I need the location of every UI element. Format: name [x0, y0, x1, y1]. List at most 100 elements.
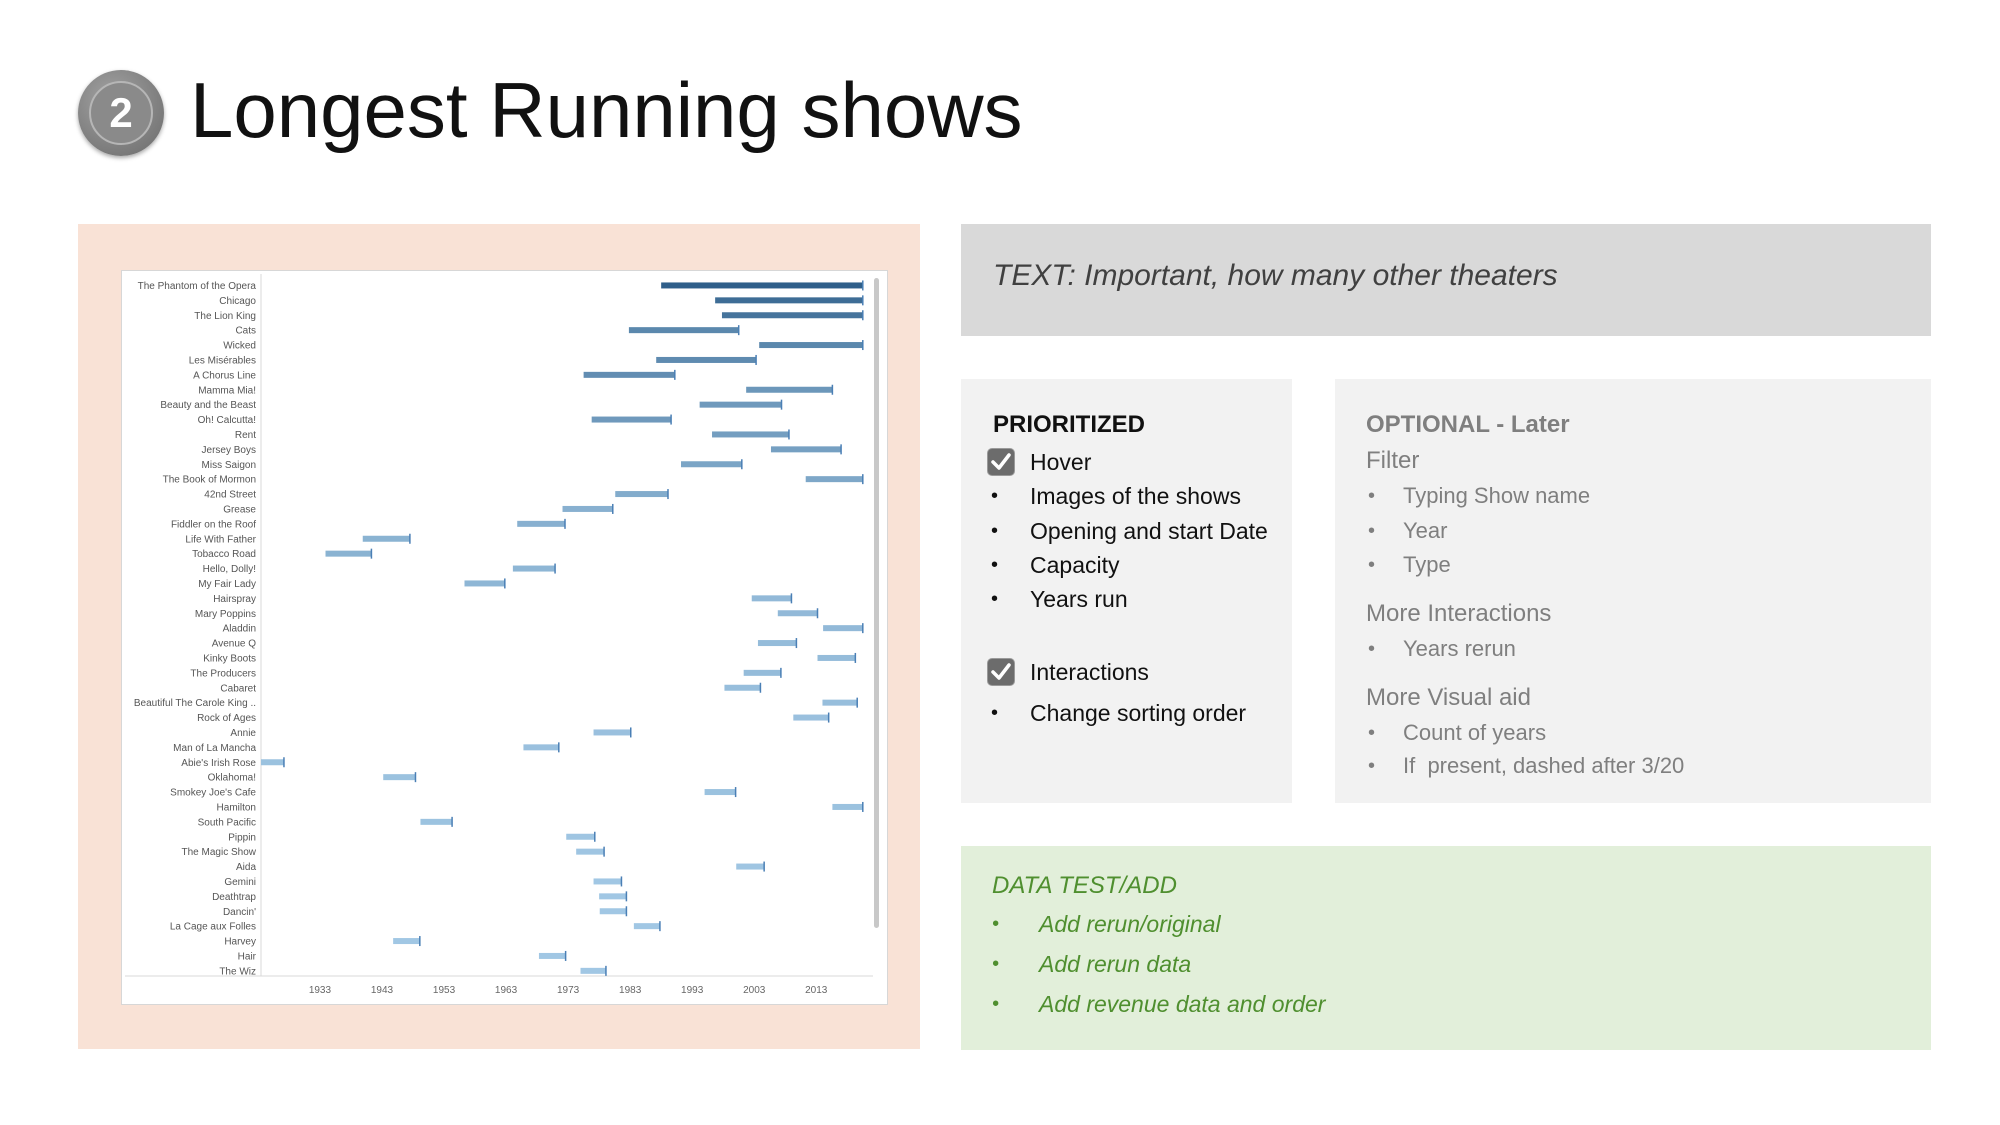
show-label[interactable]: Smokey Joe's Cafe: [170, 788, 256, 799]
show-label[interactable]: Hairspray: [213, 594, 256, 605]
show-run-bar[interactable]: [593, 878, 622, 885]
show-run-bar[interactable]: [325, 550, 372, 557]
show-run-bar[interactable]: [583, 371, 675, 378]
show-run-bar[interactable]: [721, 312, 863, 319]
show-label[interactable]: The Wiz: [219, 966, 256, 977]
show-run-bar[interactable]: [715, 297, 863, 304]
interactions-checkbox[interactable]: [987, 658, 1015, 686]
show-run-bar[interactable]: [523, 744, 559, 751]
show-label[interactable]: Oh! Calcutta!: [198, 415, 256, 426]
show-label[interactable]: Cats: [235, 326, 256, 337]
show-run-bar[interactable]: [661, 282, 863, 289]
show-run-bar[interactable]: [383, 774, 416, 781]
show-run-bar[interactable]: [681, 461, 742, 468]
show-label[interactable]: Abie's Irish Rose: [181, 758, 256, 769]
show-run-bar[interactable]: [420, 818, 453, 825]
show-run-bar[interactable]: [770, 446, 842, 453]
show-label[interactable]: La Cage aux Folles: [170, 922, 256, 933]
show-label[interactable]: Mamma Mia!: [198, 385, 256, 396]
show-label[interactable]: Life With Father: [185, 534, 256, 545]
show-label[interactable]: Les Misérables: [189, 355, 256, 366]
show-label[interactable]: Hamilton: [217, 802, 256, 813]
show-label[interactable]: Fiddler on the Roof: [171, 519, 256, 530]
show-run-bar[interactable]: [736, 863, 765, 870]
show-label[interactable]: The Lion King: [194, 311, 256, 322]
show-label[interactable]: Man of La Mancha: [173, 743, 256, 754]
show-label[interactable]: Annie: [230, 728, 256, 739]
show-run-bar[interactable]: [805, 476, 863, 483]
show-run-bar[interactable]: [777, 610, 818, 617]
show-label[interactable]: Cabaret: [220, 683, 256, 694]
show-run-bar[interactable]: [562, 505, 613, 512]
show-run-bar[interactable]: [793, 714, 829, 721]
show-label[interactable]: Grease: [223, 504, 256, 515]
show-label[interactable]: Rent: [235, 430, 256, 441]
show-run-bar[interactable]: [822, 699, 858, 706]
show-run-bar[interactable]: [393, 938, 420, 945]
show-run-bar[interactable]: [832, 803, 863, 810]
show-run-bar[interactable]: [615, 491, 668, 498]
show-run-bar[interactable]: [628, 327, 739, 334]
show-run-bar[interactable]: [759, 342, 863, 349]
show-label[interactable]: Hair: [238, 951, 257, 962]
chart-scrollbar[interactable]: [874, 278, 879, 928]
show-run-bar[interactable]: [656, 356, 757, 363]
show-label[interactable]: Avenue Q: [212, 639, 257, 650]
show-label[interactable]: A Chorus Line: [193, 370, 256, 381]
show-run-bar[interactable]: [704, 789, 736, 796]
show-label[interactable]: The Magic Show: [182, 847, 257, 858]
show-label[interactable]: Aladdin: [223, 624, 256, 635]
show-run-bar[interactable]: [599, 908, 627, 915]
bullet: •: [992, 993, 1000, 1015]
show-run-bar[interactable]: [517, 520, 565, 527]
show-run-bar[interactable]: [743, 669, 781, 676]
hover-checkbox[interactable]: [987, 448, 1015, 476]
show-run-bar[interactable]: [599, 893, 627, 900]
show-run-bar[interactable]: [823, 625, 863, 632]
show-run-bar[interactable]: [362, 535, 410, 542]
show-run-bar[interactable]: [591, 416, 672, 423]
show-run-bar[interactable]: [751, 595, 792, 602]
show-run-bar[interactable]: [699, 401, 782, 408]
show-label[interactable]: Jersey Boys: [202, 445, 256, 456]
show-run-bar[interactable]: [817, 654, 856, 661]
show-label[interactable]: Kinky Boots: [203, 653, 256, 664]
show-label[interactable]: The Producers: [190, 668, 256, 679]
show-label[interactable]: Miss Saigon: [202, 460, 256, 471]
show-label[interactable]: Harvey: [224, 937, 256, 948]
show-run-bar[interactable]: [757, 640, 797, 647]
show-label[interactable]: Pippin: [228, 832, 256, 843]
show-label[interactable]: Beautiful The Carole King ..: [134, 698, 256, 709]
show-label[interactable]: Aida: [236, 862, 256, 873]
show-run-bar[interactable]: [633, 923, 660, 930]
show-label[interactable]: Dancin': [223, 907, 256, 918]
show-label[interactable]: Beauty and the Beast: [160, 400, 256, 411]
show-run-bar[interactable]: [512, 565, 556, 572]
show-label[interactable]: Mary Poppins: [195, 609, 256, 620]
show-run-bar[interactable]: [712, 431, 789, 438]
show-label[interactable]: Deathtrap: [212, 892, 256, 903]
show-label[interactable]: Gemini: [224, 877, 256, 888]
show-label[interactable]: Hello, Dolly!: [203, 564, 256, 575]
show-run-bar[interactable]: [746, 386, 833, 393]
show-label[interactable]: The Phantom of the Opera: [138, 281, 257, 292]
show-label[interactable]: Chicago: [219, 296, 256, 307]
show-label[interactable]: My Fair Lady: [198, 579, 256, 590]
show-label[interactable]: Oklahoma!: [208, 773, 256, 784]
show-run-bar[interactable]: [566, 833, 595, 840]
show-label[interactable]: Rock of Ages: [197, 713, 256, 724]
show-run-bar[interactable]: [580, 967, 606, 974]
show-label[interactable]: 42nd Street: [204, 490, 256, 501]
show-run-bar[interactable]: [261, 759, 284, 766]
show-run-bar[interactable]: [724, 684, 761, 691]
show-label[interactable]: Wicked: [223, 341, 256, 352]
show-label[interactable]: South Pacific: [198, 817, 256, 828]
show-label[interactable]: Tobacco Road: [192, 549, 256, 560]
show-run-bar[interactable]: [464, 580, 505, 587]
show-run-bar[interactable]: [593, 729, 631, 736]
show-run-bar[interactable]: [538, 952, 566, 959]
data-test-item: Add rerun/original: [1039, 911, 1221, 937]
show-run-bar[interactable]: [576, 848, 605, 855]
show-label[interactable]: The Book of Mormon: [163, 475, 256, 486]
